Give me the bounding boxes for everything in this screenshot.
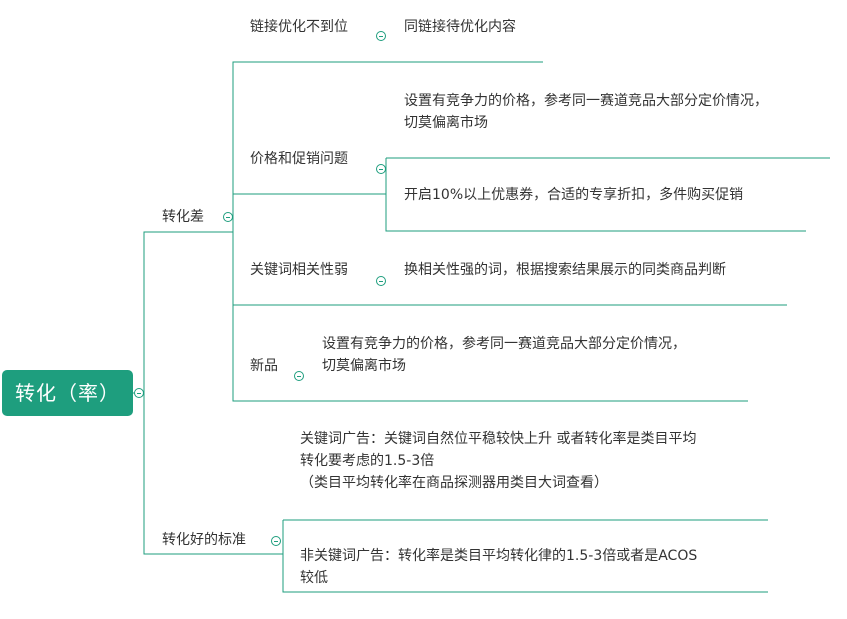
branch-collapse-icon[interactable] (271, 536, 281, 546)
branch-collapse-icon[interactable] (223, 212, 233, 222)
branch-label-good-conversion-standard[interactable]: 转化好的标准 (162, 532, 246, 548)
branch-label-poor-conversion[interactable]: 转化差 (162, 209, 204, 225)
detail-non-keyword-ads[interactable]: 非关键词广告：转化率是类目平均转化律的1.5-3倍或者是ACOS 较低 (300, 548, 698, 586)
node-price-promotion[interactable]: 价格和促销问题 (250, 151, 348, 167)
node-collapse-icon[interactable] (294, 371, 304, 381)
detail-new-product[interactable]: 设置有竞争力的价格，参考同一赛道竞品大部分定价情况， 切莫偏离市场 (322, 336, 686, 374)
node-collapse-icon[interactable] (376, 31, 386, 41)
node-collapse-icon[interactable] (376, 164, 386, 174)
detail-price-setting[interactable]: 设置有竞争力的价格，参考同一赛道竞品大部分定价情况， 切莫偏离市场 (404, 93, 768, 131)
node-link-optimization[interactable]: 链接优化不到位 (250, 19, 348, 35)
node-keyword-relevance[interactable]: 关键词相关性弱 (250, 262, 348, 278)
detail-link-optimization[interactable]: 同链接待优化内容 (404, 19, 516, 35)
root-collapse-icon[interactable] (134, 388, 144, 398)
detail-keyword-relevance[interactable]: 换相关性强的词，根据搜索结果展示的同类商品判断 (404, 262, 726, 278)
node-new-product[interactable]: 新品 (250, 358, 278, 374)
node-collapse-icon[interactable] (376, 276, 386, 286)
detail-keyword-ads[interactable]: 关键词广告：关键词自然位平稳较快上升 或者转化率是类目平均 转化要考虑的1.5-… (300, 431, 697, 491)
root-node[interactable]: 转化（率） (2, 370, 133, 416)
detail-coupon-promotion[interactable]: 开启10%以上优惠券，合适的专享折扣，多件购买促销 (404, 187, 744, 203)
